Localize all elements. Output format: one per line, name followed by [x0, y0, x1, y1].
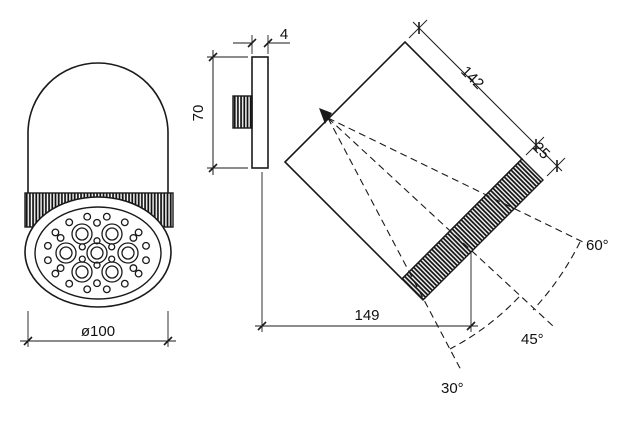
dim-diameter: ø100	[20, 311, 176, 347]
angle-label-60: 60°	[586, 237, 609, 254]
angle-label-30: 30°	[441, 380, 464, 397]
spray-ray-30	[327, 117, 463, 373]
nozzle-pattern	[43, 212, 150, 294]
wall-plate	[251, 56, 269, 169]
knurl-band-side	[401, 158, 544, 301]
spray-angle-rays: 60° 45° 30°	[319, 108, 609, 397]
swivel-arc-outer	[532, 241, 581, 311]
dim-diameter-label: ø100	[81, 323, 115, 340]
side-view: 60° 45° 30° 4 70 142	[190, 19, 609, 397]
dim-plate-thickness: 4	[233, 26, 290, 54]
dim-body-length-label: 142	[457, 63, 487, 93]
dim-rim-width: 25	[529, 139, 566, 177]
swivel-arc-inner	[449, 296, 520, 350]
dim-plate-height: 70	[190, 50, 248, 175]
front-view: ø100	[20, 62, 176, 347]
shower-body-side	[283, 40, 524, 281]
face-inner-rim	[34, 206, 162, 300]
spray-ray-45	[327, 117, 554, 327]
dim-plate-thickness-label: 4	[280, 26, 288, 43]
shower-body-front	[27, 62, 169, 193]
inlet-connector	[232, 95, 253, 129]
dim-plate-height-label: 70	[190, 105, 207, 122]
dim-reach: 149	[255, 172, 478, 332]
pivot-arrow	[319, 108, 332, 124]
angle-label-45: 45°	[521, 331, 544, 348]
face-outer-rim	[24, 196, 172, 308]
dim-reach-label: 149	[354, 307, 379, 324]
spray-ray-60	[327, 117, 584, 243]
